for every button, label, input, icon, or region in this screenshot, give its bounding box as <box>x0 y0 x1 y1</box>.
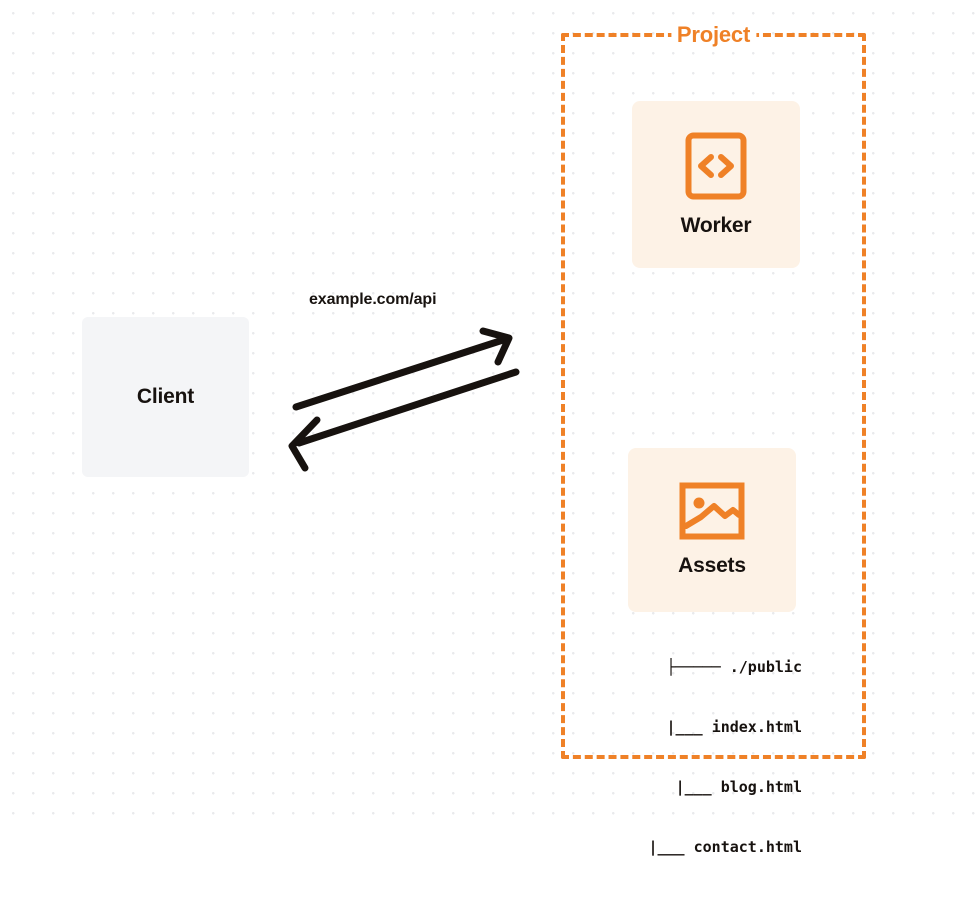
worker-label: Worker <box>680 213 752 237</box>
assets-label: Assets <box>678 554 746 577</box>
image-icon <box>679 482 745 540</box>
project-label: Project <box>670 22 757 48</box>
response-arrow <box>288 368 520 472</box>
diagram-canvas: Client example.com/api Project Worker <box>0 0 980 856</box>
client-node[interactable]: Client <box>82 317 249 477</box>
file-tree-row: |___ contact.html <box>600 837 802 857</box>
client-label: Client <box>136 385 195 408</box>
file-tree-name: ./public <box>729 658 802 676</box>
worker-card[interactable]: Worker <box>632 101 800 268</box>
file-tree-branch: |___ <box>675 778 712 796</box>
code-brackets-icon <box>685 132 747 200</box>
file-tree-name: index.html <box>711 718 802 736</box>
file-tree-row: |___ blog.html <box>600 777 802 797</box>
file-tree-branch: |___ <box>666 718 703 736</box>
file-tree-row: ├───── ./public <box>600 657 802 677</box>
connection-label: example.com/api <box>309 291 437 308</box>
assets-file-tree: ├───── ./public |___ index.html |___ blo… <box>600 617 802 897</box>
file-tree-row: |___ index.html <box>600 717 802 737</box>
file-tree-branch: |___ <box>648 838 685 856</box>
file-tree-name: blog.html <box>720 778 802 796</box>
file-tree-name: contact.html <box>693 838 802 856</box>
assets-card[interactable]: Assets <box>628 448 796 612</box>
project-container: Project <box>561 22 866 759</box>
file-tree-branch: ├───── <box>666 658 721 676</box>
request-arrow <box>292 327 513 411</box>
